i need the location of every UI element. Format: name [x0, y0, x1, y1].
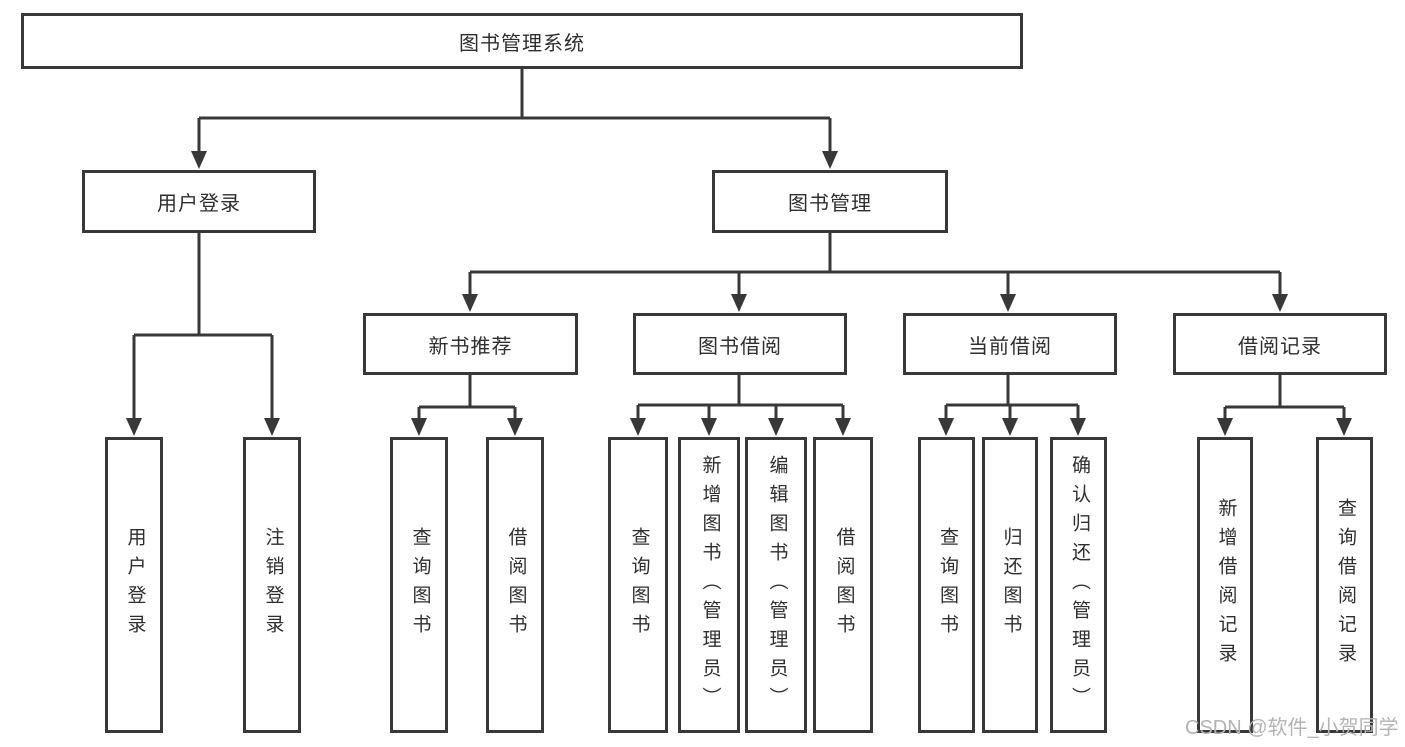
node-current-borrow: 当前借阅 [903, 313, 1117, 375]
arrowhead [768, 418, 784, 436]
arrowhead [191, 151, 207, 169]
connector-book-mgmt [468, 233, 1282, 296]
arrowhead [1336, 418, 1352, 436]
arrowhead [462, 294, 478, 312]
arrowhead [701, 418, 717, 436]
arrowhead [264, 418, 280, 436]
node-book-borrow: 图书借阅 [633, 313, 847, 375]
node-new-book-recommend: 新书推荐 [363, 313, 578, 375]
leaf-borrow-book-newbook: 借阅图书 [486, 437, 544, 733]
leaf-add-book-admin: 新增图书（管理员） [678, 437, 740, 733]
arrowhead [1217, 418, 1233, 436]
leaf-query-book-newbook: 查询图书 [390, 437, 448, 733]
connector-current-borrow [944, 375, 1080, 420]
leaf-edit-book-admin: 编辑图书（管理员） [745, 437, 807, 733]
arrowhead [126, 418, 142, 436]
leaf-logout: 注销登录 [243, 437, 301, 733]
node-book-management: 图书管理 [712, 170, 948, 233]
leaf-query-book-borrow: 查询图书 [608, 437, 668, 733]
arrowhead [835, 418, 851, 436]
leaf-add-borrow-record: 新增借阅记录 [1197, 437, 1253, 733]
node-user-login: 用户登录 [82, 170, 316, 233]
watermark-text: CSDN @软件_小贺同学 [1185, 717, 1399, 739]
leaf-return-book: 归还图书 [982, 437, 1038, 733]
arrowhead [1272, 294, 1288, 312]
connector-book-borrow [636, 375, 845, 420]
connector-user-login [132, 233, 274, 420]
connector-root [197, 69, 832, 153]
arrowhead [1000, 294, 1016, 312]
arrowhead [938, 418, 954, 436]
leaf-query-borrow-record: 查询借阅记录 [1316, 437, 1373, 733]
leaf-query-book-current: 查询图书 [918, 437, 975, 733]
leaf-user-login: 用户登录 [105, 437, 163, 733]
leaf-confirm-return-admin: 确认归还（管理员） [1050, 437, 1107, 733]
leaf-borrow-book-borrow: 借阅图书 [813, 437, 873, 733]
arrowhead [1070, 418, 1086, 436]
arrowhead [822, 151, 838, 169]
connector-borrow-record [1223, 375, 1346, 420]
node-root: 图书管理系统 [21, 13, 1023, 69]
arrowhead [630, 418, 646, 436]
node-borrow-record: 借阅记录 [1173, 313, 1387, 375]
arrowhead [507, 418, 523, 436]
arrowhead [411, 418, 427, 436]
arrowhead [731, 294, 747, 312]
connector-new-book [417, 375, 517, 420]
arrowhead [1002, 418, 1018, 436]
